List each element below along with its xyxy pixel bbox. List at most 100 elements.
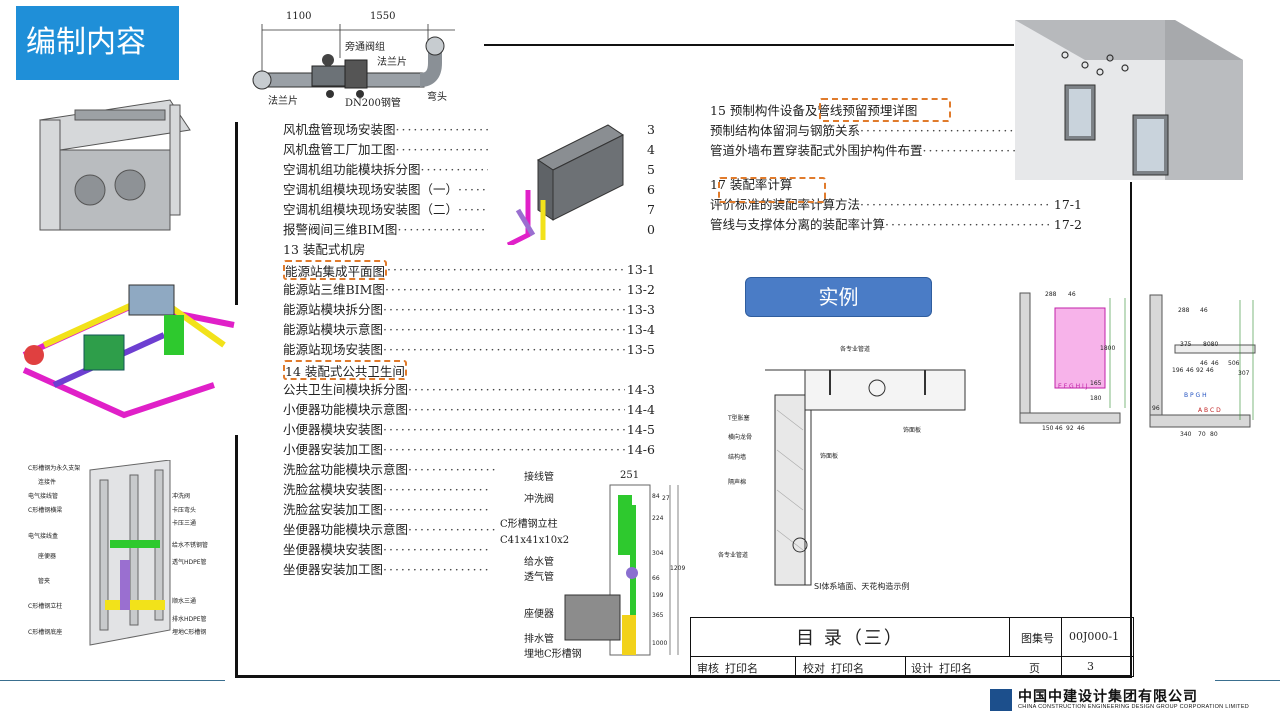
title-block-check-label: 校对 xyxy=(803,662,825,675)
toc-right: 15 预制构件设备及管线预留预埋详图 预制结构体留洞与钢筋关系·········… xyxy=(710,101,1082,235)
toc-item[interactable]: 洗脸盆安装加工图·················· xyxy=(283,500,498,520)
toilet-dim-365: 365 xyxy=(652,612,664,619)
plan2-dim-46e: 46 xyxy=(1211,360,1219,367)
toc-item[interactable]: 能源站三维BIM图·······························… xyxy=(283,280,655,300)
toc-item[interactable]: 管线与支撑体分离的装配率计算··························… xyxy=(710,215,1082,235)
toc-item[interactable]: 报警阀间三维BIM图················0 xyxy=(283,220,655,240)
toc-title: 坐便器安装加工图 xyxy=(283,562,384,577)
toilet-dim-27: 27 xyxy=(662,495,670,502)
toc-page: 5 xyxy=(647,162,655,177)
toc-title: 公共卫生间模块拆分图 xyxy=(283,382,409,397)
section-badge: 编制内容 xyxy=(16,6,179,80)
toc-item[interactable]: 小便器安装加工图································… xyxy=(283,440,655,460)
title-block-review-value: 打印名 xyxy=(725,662,758,675)
highlight-box-17 xyxy=(718,177,826,203)
toilet-dim-66: 66 xyxy=(652,575,660,582)
plan2-dim-8080: 8080 xyxy=(1203,341,1219,348)
plan2-dim-288: 288 xyxy=(1178,307,1190,314)
toc-title: 空调机组模块现场安装图（一） xyxy=(283,182,459,197)
toc-page: 13-3 xyxy=(626,302,655,317)
frame-label-7: 管夹 xyxy=(38,578,51,585)
plan1-label-efghij: E F G H I J xyxy=(1058,383,1088,390)
toc-item[interactable]: 能源站模块示意图································… xyxy=(283,320,655,340)
plan1-dim-46: 46 xyxy=(1068,291,1076,298)
toilet-dim-224: 224 xyxy=(652,515,664,522)
plan2-dim-46: 46 xyxy=(1200,307,1208,314)
plan2-dim-46d: 46 xyxy=(1200,360,1208,367)
frame-label-17: 埋地C形槽钢 xyxy=(172,629,207,636)
plan2-label-bpgh: B P G H xyxy=(1184,392,1207,399)
plan2-dim-46c: 46 xyxy=(1206,367,1214,374)
toilet-label-buried-channel: 埋地C形槽钢 xyxy=(524,649,582,660)
toc-left: 风机盘管现场安装图················3 风机盘管工厂加工图····… xyxy=(283,120,655,580)
toc-title: 空调机组功能模块拆分图 xyxy=(283,162,421,177)
example-button[interactable]: 实例 xyxy=(745,277,932,317)
wall-label-pipes-top: 各专业管道 xyxy=(840,346,871,353)
toc-item[interactable]: 评价标准的装配率计算方法····························… xyxy=(710,195,1082,215)
toc-page: 6 xyxy=(647,182,655,197)
toc-item[interactable]: 坐便器模块安装图·················· xyxy=(283,540,498,560)
toc-item[interactable]: 洗脸盆模块安装图·················· xyxy=(283,480,498,500)
toc-item[interactable]: 洗脸盆功能模块示意图·················· xyxy=(283,460,498,480)
toc-title: 评价标准的装配率计算方法 xyxy=(710,197,861,212)
toilet-dim-251: 251 xyxy=(620,470,640,481)
toc-item[interactable]: 公共卫生间模块拆分图······························… xyxy=(283,380,655,400)
fan-coil-illustration xyxy=(488,120,638,245)
energy-station-3d-illustration xyxy=(22,284,235,419)
plan-drawing-1 xyxy=(1019,292,1126,424)
toc-title: 坐便器模块安装图 xyxy=(283,542,384,557)
toc-title: 小便器安装加工图 xyxy=(283,442,384,457)
precast-wall-rendering xyxy=(1015,20,1243,180)
toc-page: 0 xyxy=(647,222,655,237)
plan2-label-abcd: A B C D xyxy=(1198,407,1221,414)
toc-item[interactable]: 坐便器功能模块示意图·················· xyxy=(283,520,498,540)
toc-page: 13-2 xyxy=(626,282,655,297)
title-block-atlas-label: 图集号 xyxy=(1021,632,1054,645)
plan1-dim-46c: 46 xyxy=(1077,425,1085,432)
frame-label-13: 给水不锈钢管 xyxy=(172,542,209,549)
toc-item[interactable]: 风机盘管工厂加工图················4 xyxy=(283,140,655,160)
plan1-dim-1800: 1800 xyxy=(1100,345,1116,352)
toilet-label-toilet: 座便器 xyxy=(524,609,554,620)
plan1-dim-288: 288 xyxy=(1045,291,1057,298)
toc-title: 小便器模块安装图 xyxy=(283,422,384,437)
toc-page: 17-2 xyxy=(1053,217,1082,232)
toc-item[interactable]: 小便器模块安装图································… xyxy=(283,420,655,440)
toc-title: 管线与支撑体分离的装配率计算 xyxy=(710,217,886,232)
si-wall-section-drawing xyxy=(765,369,966,586)
toc-title: 风机盘管现场安装图 xyxy=(283,122,396,137)
toilet-label-c41: C41x41x10x2 xyxy=(500,535,570,546)
plan2-dim-340: 340 xyxy=(1180,431,1192,438)
pipe-label-elbow: 弯头 xyxy=(427,92,447,103)
toc-item[interactable]: 坐便器安装加工图·················· xyxy=(283,560,498,580)
plan2-dim-375: 375 xyxy=(1180,341,1192,348)
toc-title: 能源站现场安装图 xyxy=(283,342,384,357)
pipe-label-flange-left: 法兰片 xyxy=(268,96,298,107)
frame-left-gap xyxy=(230,305,240,435)
plan2-dim-307: 307 xyxy=(1238,370,1250,377)
frame-label-2: 连接件 xyxy=(38,479,57,486)
title-block-design-label: 设计 xyxy=(911,662,933,675)
footer-rule-left xyxy=(0,680,225,681)
toc-title: 能源站模块示意图 xyxy=(283,322,384,337)
toc-title: 洗脸盆模块安装图 xyxy=(283,482,384,497)
toilet-dim-199: 199 xyxy=(652,592,664,599)
toc-item[interactable]: 能源站集成平面图································… xyxy=(283,260,655,280)
toc-item[interactable]: 风机盘管现场安装图················3 xyxy=(283,120,655,140)
frame-label-6: 座便器 xyxy=(38,553,57,560)
frame-right-line xyxy=(1130,182,1132,677)
toilet-label-channel-column: C形槽钢立柱 xyxy=(500,519,558,530)
toc-title: 小便器功能模块示意图 xyxy=(283,402,409,417)
toc-item[interactable]: 能源站模块拆分图································… xyxy=(283,300,655,320)
wall-label-pipes-bottom: 各专业管道 xyxy=(718,552,749,559)
plan2-dim-46b: 46 xyxy=(1186,367,1194,374)
plan1-dim-150: 150 xyxy=(1042,425,1054,432)
toc-item[interactable]: 能源站现场安装图································… xyxy=(283,340,655,360)
highlight-box-15 xyxy=(819,98,951,122)
toc-title: 洗脸盆功能模块示意图 xyxy=(283,462,409,477)
toc-title: 预制结构体留洞与钢筋关系 xyxy=(710,123,861,138)
plan1-dim-46b: 46 xyxy=(1055,425,1063,432)
pipe-drawing xyxy=(252,24,455,98)
toc-title: 坐便器功能模块示意图 xyxy=(283,522,409,537)
toc-item[interactable]: 小便器功能模块示意图······························… xyxy=(283,400,655,420)
